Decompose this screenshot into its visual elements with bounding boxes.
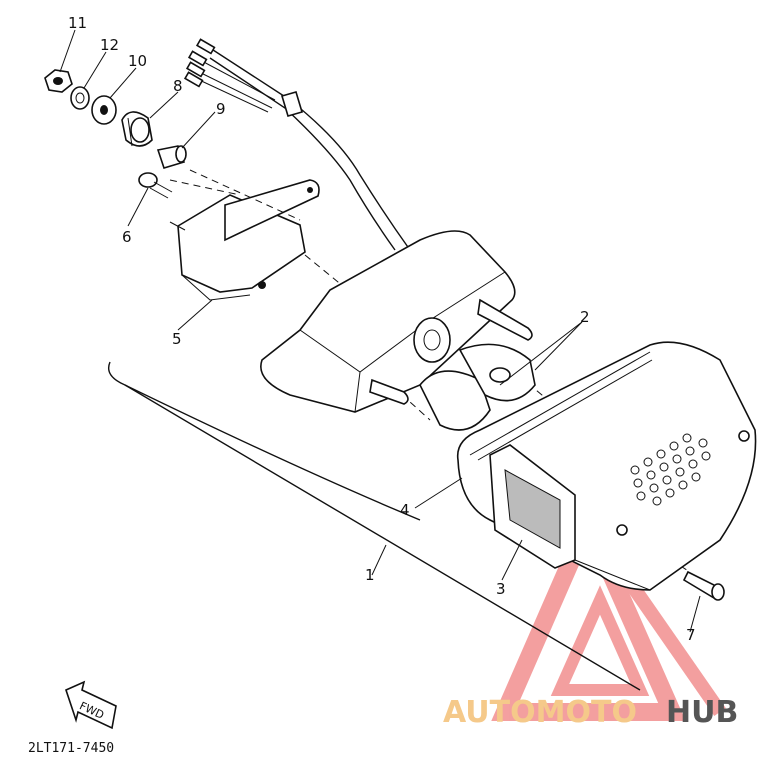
screw-part-7 xyxy=(682,570,725,601)
bracket-part-5 xyxy=(169,179,320,301)
callout-6: 6 xyxy=(122,228,132,246)
base-plate-outline xyxy=(107,361,641,691)
nut-part-11 xyxy=(44,69,73,93)
callout-3: 3 xyxy=(496,580,506,598)
wiring-harness xyxy=(183,38,411,251)
callout-1: 1 xyxy=(365,566,375,584)
watermark-brand-part2: HUB xyxy=(666,695,738,730)
callout-7: 7 xyxy=(686,626,696,644)
lens-assembly xyxy=(456,341,757,591)
callout-9: 9 xyxy=(216,100,226,118)
forward-direction-arrow-icon: FWD xyxy=(65,680,117,730)
watermark-brand-part1: AUTOMOTO xyxy=(443,695,637,730)
callout-labels: 11 12 10 8 9 6 5 2 4 3 1 7 xyxy=(68,14,696,644)
callout-2: 2 xyxy=(580,308,590,326)
lens-grid xyxy=(630,433,711,506)
bolt-part-6 xyxy=(138,172,173,199)
tail-light-housing xyxy=(260,230,533,413)
callout-11: 11 xyxy=(68,14,87,32)
callout-12: 12 xyxy=(100,36,119,54)
callout-10: 10 xyxy=(128,52,147,70)
diagram-code: 2LT171-7450 xyxy=(28,741,114,756)
lock-washer-part-12 xyxy=(70,86,90,110)
callout-8: 8 xyxy=(173,77,183,95)
leader-lines xyxy=(59,29,701,633)
callout-4: 4 xyxy=(400,501,410,519)
plain-washer-part-10 xyxy=(91,95,117,125)
bulbs-part-2 xyxy=(419,343,536,431)
collar-part-9 xyxy=(156,145,187,169)
callout-5: 5 xyxy=(172,330,182,348)
watermark-text: AUTOMOTO HUB xyxy=(443,695,738,730)
grommet-part-8 xyxy=(121,111,153,147)
